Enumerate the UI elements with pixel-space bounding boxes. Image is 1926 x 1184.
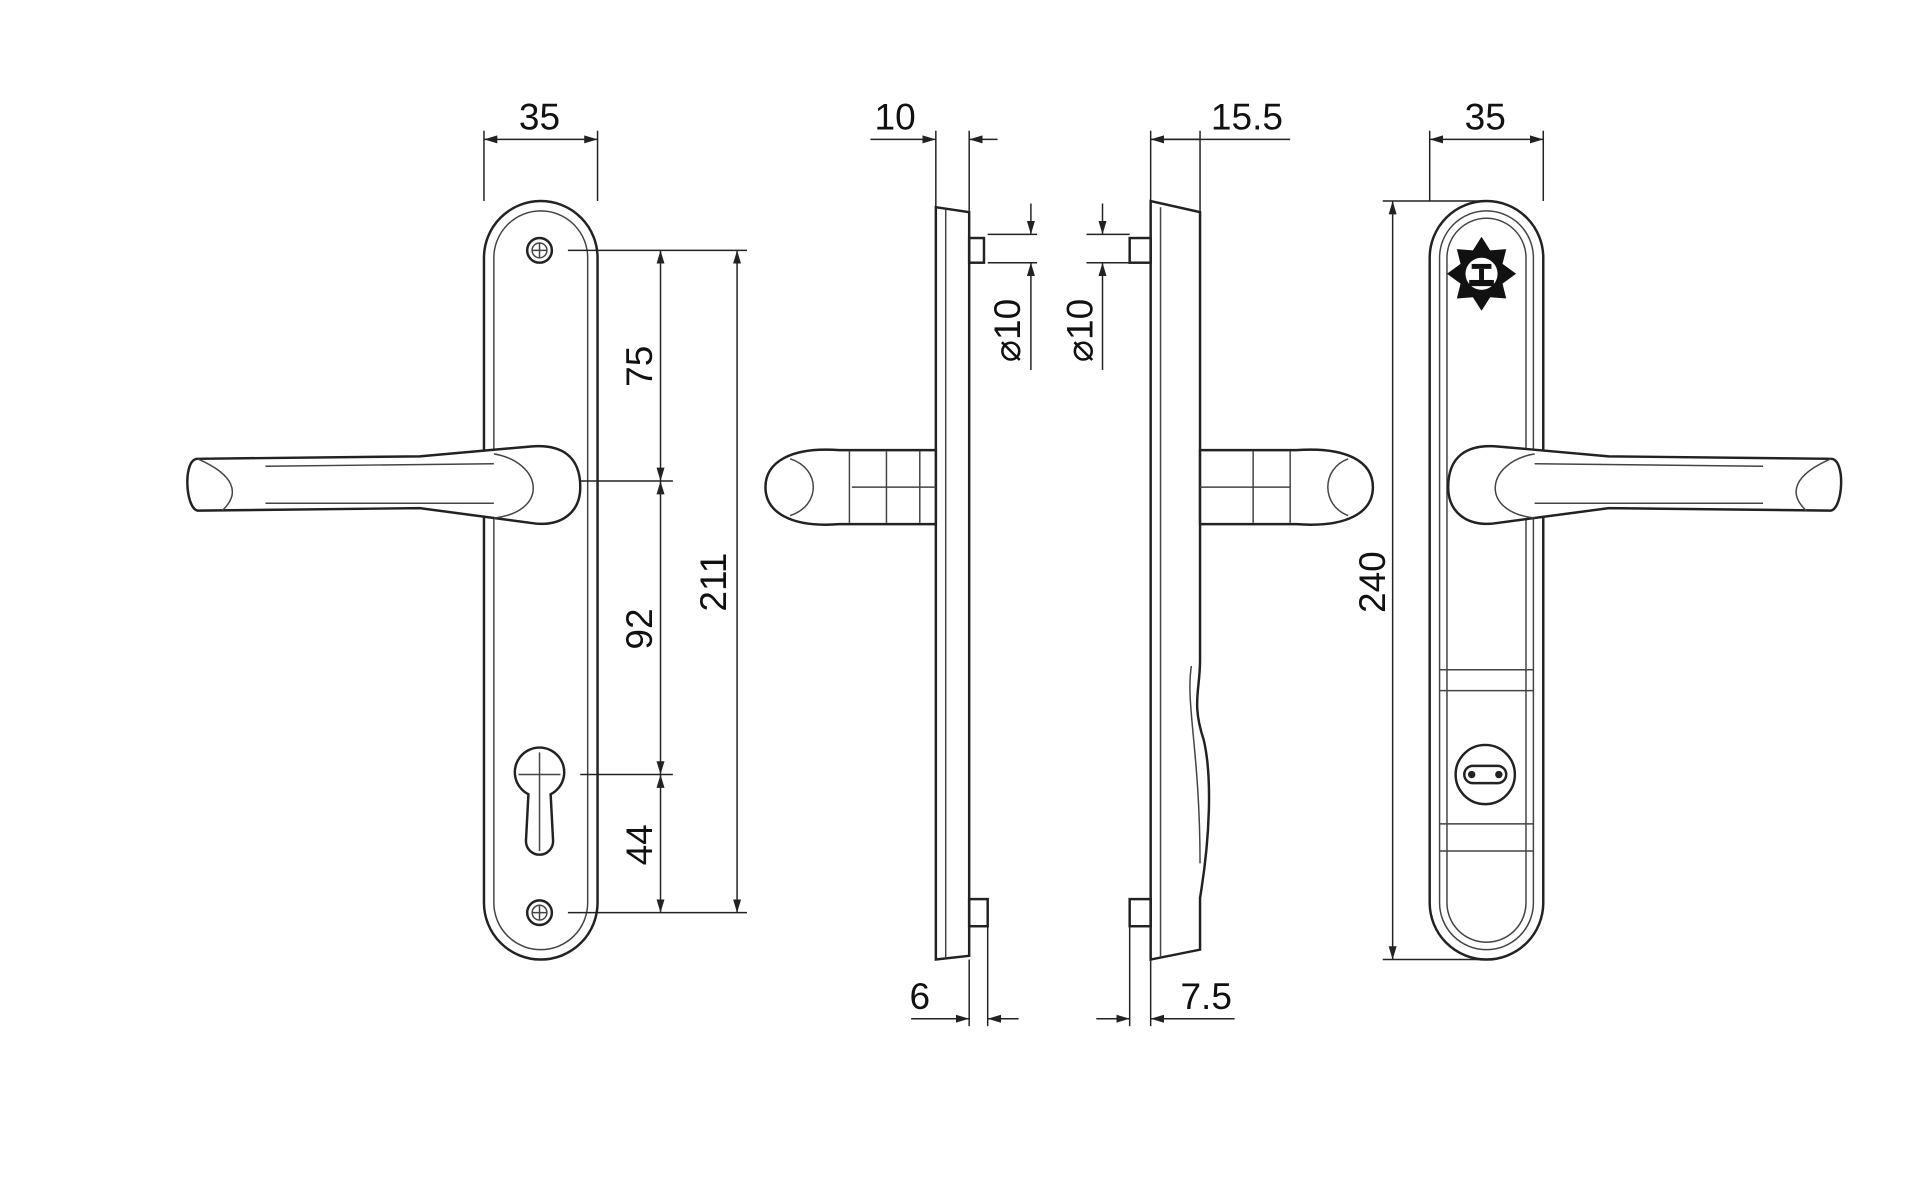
screw-icon (525, 899, 554, 927)
depth-15-5-label: 15.5 (1211, 96, 1283, 138)
thumb-turn-icon (1454, 743, 1517, 806)
brand-logo-icon (1446, 236, 1517, 311)
lever-handle (1446, 444, 1843, 526)
back-view: 35 240 (1351, 96, 1843, 961)
offset-6-label: 6 (909, 975, 930, 1017)
offset-7-5-label: 7.5 (1180, 975, 1231, 1017)
depth-10-label: 10 (875, 96, 916, 138)
dim-75: 75 (618, 346, 660, 387)
front-width-label: 35 (519, 96, 560, 138)
front-view: 35 75 92 44 211 (186, 96, 747, 961)
dim-211: 211 (692, 553, 734, 612)
lever-handle (186, 444, 582, 526)
side-plate (1149, 199, 1211, 962)
side-plate (934, 205, 971, 961)
height-240-label: 240 (1351, 551, 1393, 613)
screw-icon (525, 236, 554, 264)
front-plate (482, 199, 599, 961)
side-view-right: 15.5 7.5 ⌀10 (1059, 96, 1375, 1027)
handle-stub (764, 448, 938, 526)
dim-92: 92 (618, 608, 660, 649)
back-width-label: 35 (1465, 96, 1506, 138)
pin-diameter-label: ⌀10 (986, 299, 1028, 362)
dim-44: 44 (618, 824, 660, 865)
side-view-left: 10 6 ⌀10 (764, 96, 1038, 1027)
keyhole (513, 746, 566, 856)
pin-diameter-label: ⌀10 (1059, 299, 1101, 362)
